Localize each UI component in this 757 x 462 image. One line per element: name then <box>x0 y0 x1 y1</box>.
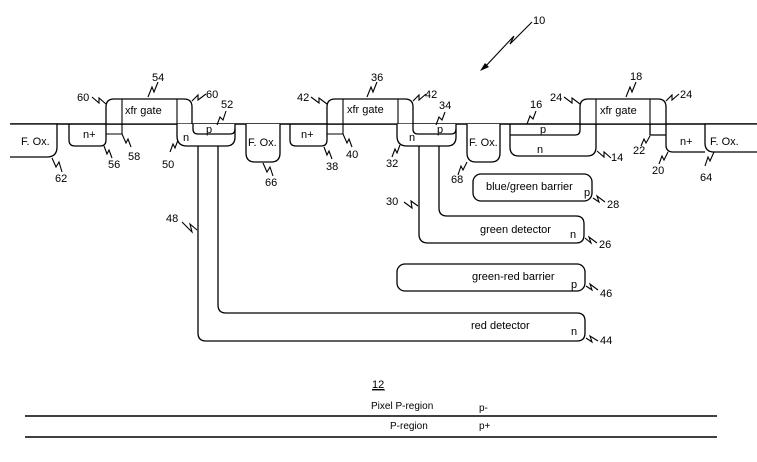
ref-label-blue-p-16: 16 <box>530 99 542 111</box>
n-plus-label: n+ <box>301 129 314 141</box>
gate-label: xfr gate <box>600 105 637 117</box>
red-detector-label: red detector <box>471 320 530 332</box>
ref-label-plug-p-52: 52 <box>221 99 233 111</box>
field-oxide-66: F. Ox. 66 <box>245 124 281 189</box>
ref-label-blue-green-barrier: 28 <box>607 199 619 211</box>
field-oxide-label: F. Ox. <box>469 137 498 149</box>
layer-name-pixel-p-region: Pixel P-region <box>371 401 433 412</box>
ref-label-plug-n-32: 32 <box>386 158 398 170</box>
green-detector: green detector n 26 30 <box>386 144 611 251</box>
green-red-barrier: green-red barrier p 46 <box>396 263 612 300</box>
ref-label-ldd-40: 40 <box>346 149 358 161</box>
layer-doping-p-region: p+ <box>479 421 491 432</box>
ref-label-n-plus-56: 56 <box>108 159 120 171</box>
plug-n-label: n <box>409 132 415 144</box>
ref-label-gate-18: 18 <box>630 71 642 83</box>
ref-label-gate-54: 54 <box>152 72 164 84</box>
blue-green-barrier-type: p <box>584 187 590 199</box>
ref-label-spacer-left: 42 <box>297 92 309 104</box>
n-plus-label: n+ <box>83 129 96 141</box>
plug-p-label: p <box>206 124 212 136</box>
ref-label-field-oxide-68: 68 <box>451 174 463 186</box>
ref-label-field-oxide-66: 66 <box>265 177 277 189</box>
transfer-gate-36: xfr gate 36 42 42 <box>297 72 437 125</box>
transfer-gate-54: xfr gate 54 60 60 <box>77 72 218 125</box>
plug-50: n p 50 52 <box>162 99 236 171</box>
ref-label-green-red-barrier: 46 <box>600 288 612 300</box>
ref-label-red-detector: 44 <box>600 335 612 347</box>
substrate-layers: 12 Pixel P-region p- P-region p+ <box>25 379 717 438</box>
ref-label-spacer-left: 60 <box>77 92 89 104</box>
blue-photodiode: p n 16 14 <box>509 99 623 164</box>
blue-green-barrier: blue/green barrier p 28 <box>472 173 619 211</box>
blue-green-barrier-label: blue/green barrier <box>486 181 573 193</box>
plug-p-label: p <box>437 124 443 136</box>
ref-label-plug-p-34: 34 <box>439 100 451 112</box>
layer-name-p-region: P-region <box>390 421 428 432</box>
layer-doping-pixel-p-region: p- <box>479 403 488 414</box>
n-plus-region-20: n+ 22 20 <box>633 124 705 177</box>
ref-label-spacer-right: 42 <box>425 89 437 101</box>
plug-n-label: n <box>183 132 189 144</box>
field-oxide-label: F. Ox. <box>21 136 50 148</box>
field-oxide-label: F. Ox. <box>248 137 277 149</box>
red-detector: red detector n 44 48 <box>166 144 612 347</box>
transfer-gate-18: xfr gate 18 24 24 <box>550 71 692 125</box>
green-detector-type: n <box>570 229 576 241</box>
green-red-barrier-label: green-red barrier <box>472 271 555 283</box>
blue-photodiode-n-label: n <box>537 144 543 156</box>
green-red-barrier-type: p <box>571 279 577 291</box>
field-oxide-64: F. Ox. 64 <box>700 123 757 184</box>
red-detector-type: n <box>571 326 577 338</box>
field-oxide-62: F. Ox. 62 <box>10 123 67 185</box>
ref-label-n-plus-20: 20 <box>652 165 664 177</box>
gate-label: xfr gate <box>125 105 162 117</box>
plug-32: n p 32 34 <box>386 100 457 170</box>
ref-label-blue-n-14: 14 <box>611 152 623 164</box>
ref-label-spacer-left: 24 <box>550 92 562 104</box>
ref-label-spacer-right: 60 <box>206 89 218 101</box>
blue-photodiode-p-label: p <box>540 124 546 136</box>
ref-label-n-plus-38: 38 <box>326 161 338 173</box>
ref-label-red-contact: 48 <box>166 213 178 225</box>
n-plus-region-38: n+ 38 40 <box>289 124 358 173</box>
field-oxide-label: F. Ox. <box>710 136 739 148</box>
gate-label: xfr gate <box>347 104 384 116</box>
ref-label-device: 10 <box>533 15 545 27</box>
device-pointer-arrow: 10 <box>480 15 545 71</box>
green-detector-label: green detector <box>480 224 551 236</box>
n-plus-label: n+ <box>680 136 693 148</box>
ref-label-plug-n-50: 50 <box>162 159 174 171</box>
field-oxide-68: F. Ox. 68 <box>451 124 501 186</box>
ref-label-ldd-58: 58 <box>128 151 140 163</box>
ref-label-gate-36: 36 <box>371 72 383 84</box>
ref-label-green-detector: 26 <box>599 239 611 251</box>
ref-label-spacer-right: 24 <box>680 89 692 101</box>
ref-label-substrate: 12 <box>372 379 384 391</box>
ref-label-green-contact: 30 <box>386 196 398 208</box>
ref-label-ldd-22: 22 <box>633 145 645 157</box>
ref-label-field-oxide-62: 62 <box>55 173 67 185</box>
ref-label-field-oxide-64: 64 <box>700 172 712 184</box>
n-plus-region-56: n+ 56 58 <box>68 124 140 171</box>
